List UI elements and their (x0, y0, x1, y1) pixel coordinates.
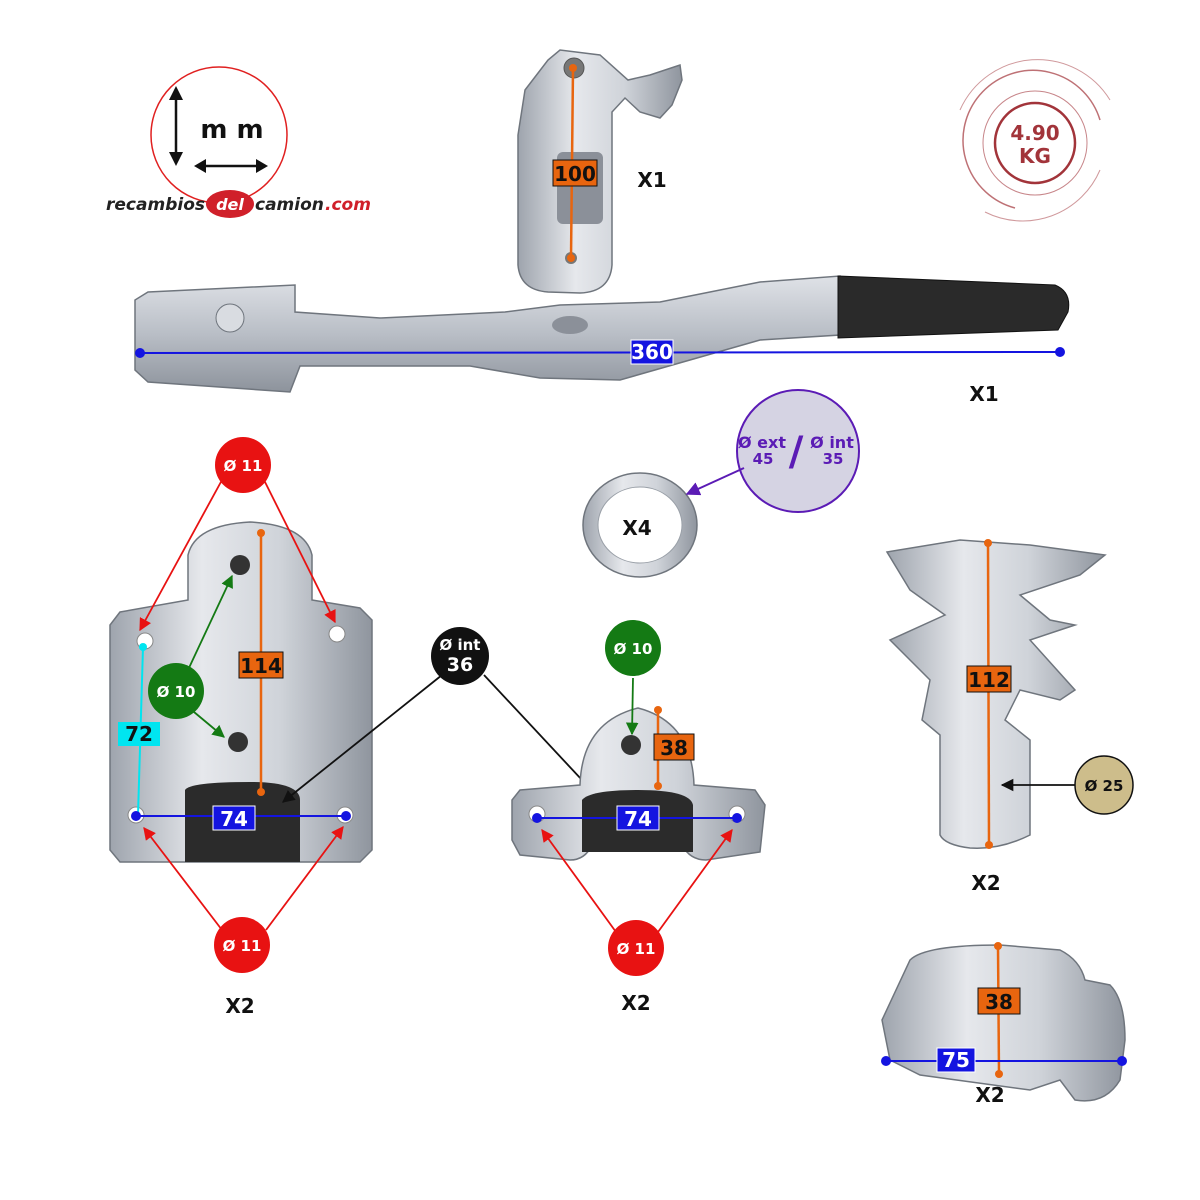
small-bracket-width-tag (616, 805, 660, 831)
large-bracket-body (109, 521, 373, 863)
washer-part: X4 Ø ext 45 / Ø int 35 (582, 389, 860, 578)
cam-body (885, 539, 1107, 849)
washer-separator: / (789, 429, 804, 475)
logo-text-mid: del (216, 195, 244, 214)
large-bracket-part: 114 72 74 Ø 11 Ø 11 Ø 10 X2 (109, 437, 373, 1018)
inner-diameter-circle (431, 627, 489, 685)
large-bracket-height-value: 114 (240, 654, 282, 678)
brand-badge: m m recambios del camion .com (106, 66, 371, 218)
large-bracket-hole-top-circle (215, 437, 271, 493)
washer-qty: X4 (622, 516, 651, 540)
keeper-body (881, 944, 1126, 1102)
large-bracket-hole-top: Ø 11 (224, 457, 263, 475)
cam-part: 112 Ø 25 X2 (885, 539, 1134, 895)
large-bracket-spacing-value: 72 (125, 722, 153, 746)
cam-qty: X2 (971, 871, 1000, 895)
cam-height-line (986, 542, 991, 846)
unit-label: m m (200, 115, 263, 145)
logo-swoosh (206, 190, 254, 218)
inner-diameter-callout: Ø int 36 (282, 627, 597, 803)
large-bracket-height-tag (238, 651, 284, 679)
cam-shaft-circle (1074, 755, 1134, 815)
large-bracket-hole-bottom-circle (214, 917, 270, 973)
small-bracket-qty: X2 (621, 991, 650, 1015)
large-bracket-width-value: 74 (220, 807, 248, 831)
washer-int-label: Ø int (810, 433, 854, 452)
large-bracket-width-tag (212, 805, 256, 831)
keeper-qty: X2 (975, 1083, 1004, 1107)
keeper-part: 38 75 X2 (881, 942, 1127, 1107)
large-bracket-pin-circle (148, 663, 204, 719)
small-bracket-pin-hole: Ø 10 (614, 640, 653, 658)
small-bracket-hole-bottom: Ø 11 (617, 940, 656, 958)
large-bracket-spacing-tag (118, 722, 160, 746)
lever-handle (837, 275, 1070, 339)
small-bracket-pin-circle (605, 620, 661, 676)
hook-qty: X1 (637, 168, 666, 192)
small-bracket-height-value: 38 (660, 736, 688, 760)
washer-int-value: 35 (823, 450, 844, 468)
weight-circle (993, 101, 1077, 185)
washer-ext-label: Ø ext (738, 433, 786, 452)
keeper-height-tag (977, 987, 1021, 1015)
inner-diameter-value: 36 (447, 654, 473, 676)
small-bracket-body (511, 707, 766, 861)
small-bracket-width-value: 74 (624, 807, 652, 831)
cam-shaft-diameter: Ø 25 (1085, 777, 1124, 795)
hook-height-value: 100 (554, 162, 596, 186)
small-bracket-height-tag (653, 733, 695, 761)
lever-length-line (139, 351, 1061, 354)
washer-diameter-circle (736, 389, 860, 513)
weight-badge: 4.90 KG (959, 59, 1111, 222)
weight-value: 4.90 (1010, 121, 1059, 145)
large-bracket-pin-hole: Ø 10 (157, 683, 196, 701)
small-bracket-hole-bottom-circle (608, 920, 664, 976)
cam-height-tag (966, 665, 1012, 693)
inner-diameter-label: Ø int (440, 636, 481, 654)
hook-height-tag (552, 159, 598, 187)
hook-part: 100 X1 (517, 49, 683, 294)
lever-length-value: 360 (631, 340, 673, 364)
cam-height-value: 112 (968, 668, 1010, 692)
lever-body (134, 275, 841, 393)
washer-ext-value: 45 (753, 450, 774, 468)
lever-qty: X1 (969, 382, 998, 406)
large-bracket-hole-bottom: Ø 11 (223, 937, 262, 955)
small-bracket-part: Ø 10 38 74 Ø 11 X2 (511, 620, 766, 1015)
large-bracket-qty: X2 (225, 994, 254, 1018)
logo-text-suffix: .com (325, 195, 371, 215)
logo-text-right: camion (255, 195, 324, 215)
lever-length-tag (630, 339, 674, 365)
keeper-width-value: 75 (942, 1048, 970, 1072)
keeper-height-value: 38 (985, 990, 1013, 1014)
lever-part: 360 X1 (134, 275, 1070, 406)
weight-unit: KG (1019, 144, 1051, 168)
washer-arrow (685, 467, 745, 496)
logo-text-left: recambios (106, 195, 205, 215)
keeper-width-tag (936, 1047, 976, 1073)
